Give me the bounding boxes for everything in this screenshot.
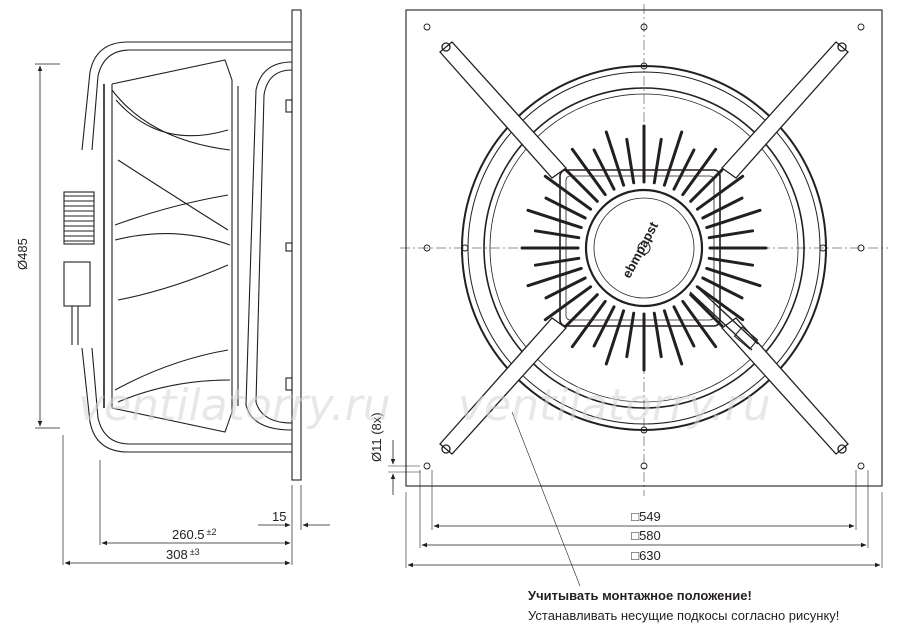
cooling-fin: [604, 309, 626, 366]
cable: [695, 285, 759, 345]
cooling-fin: [689, 293, 724, 328]
inlet-nozzle-inner: [255, 69, 293, 424]
cooling-fin: [592, 305, 616, 348]
dim-630-label: □630: [631, 548, 661, 563]
cable-gland: [63, 261, 91, 307]
blade-outline: [111, 407, 233, 433]
cooling-fin: [672, 148, 696, 191]
cable: [689, 291, 753, 351]
cooling-fin: [689, 168, 724, 203]
cooling-fin: [533, 256, 581, 267]
motor-hub: [584, 188, 704, 308]
cooling-fin: [672, 305, 696, 348]
cooling-fin: [701, 196, 744, 220]
cooling-fin: [544, 276, 587, 300]
inlet-ring-outer: [461, 65, 827, 431]
cooling-fin: [570, 147, 607, 197]
motor-fins: [64, 195, 94, 242]
cooling-fin: [604, 130, 626, 187]
blade: [114, 233, 231, 246]
hole-label: Ø11 (8x): [369, 412, 384, 462]
cooling-fin: [705, 208, 762, 230]
cooling-fin: [695, 174, 745, 211]
front-dimensions: [388, 411, 883, 587]
blade: [114, 194, 229, 226]
total-depth-label: 308±3: [166, 547, 200, 562]
note-line-2: Устанавливать несущие подкосы согласно р…: [528, 608, 840, 623]
blade: [115, 99, 229, 137]
blade: [117, 264, 229, 301]
cooling-fin: [707, 229, 755, 240]
watermark-left: ventilatorry.ru: [78, 380, 391, 431]
cooling-fins: [520, 124, 768, 372]
cooling-fin: [592, 148, 616, 191]
motor-hub-inner: [593, 197, 695, 299]
side-view: [35, 9, 330, 566]
dim-580-label: □580: [631, 528, 661, 543]
cooling-fin: [662, 130, 684, 187]
cooling-fin: [564, 293, 599, 328]
cooling-fin: [681, 147, 718, 197]
motor-body: [63, 191, 95, 245]
dim-549-label: □549: [631, 509, 661, 524]
cooling-fin: [543, 174, 593, 211]
blade: [114, 349, 229, 391]
cooling-fin: [652, 311, 663, 359]
cooling-fin: [544, 196, 587, 220]
blade-outline: [111, 59, 233, 85]
support-strut-top-inner: [91, 49, 292, 151]
cooling-fin: [543, 285, 593, 322]
cooling-fin: [625, 137, 636, 185]
flange-clip: [285, 99, 293, 113]
cooling-fin: [705, 266, 762, 288]
cooling-fin: [533, 229, 581, 240]
cooling-fin: [625, 311, 636, 359]
depth-label: 260.5±2: [172, 527, 217, 542]
flange-clip: [285, 377, 293, 391]
cooling-fin: [564, 168, 599, 203]
flange-clip: [285, 242, 293, 252]
connector: [733, 326, 759, 350]
note-line-1: Учитывать монтажное положение!: [528, 588, 752, 603]
impeller-ring: [483, 87, 805, 409]
support-strut-top: [81, 41, 292, 151]
watermark-right: ventilatorry.ru: [458, 380, 771, 431]
hub-center: [637, 241, 651, 255]
support-struts: [439, 41, 849, 455]
support-strut-bottom-inner: [91, 347, 292, 445]
cooling-fin: [707, 256, 755, 267]
cooling-fin: [695, 285, 745, 322]
blade: [111, 89, 231, 151]
flange-label: 15: [272, 509, 286, 524]
inlet-nozzle: [245, 61, 293, 431]
inlet-ring-inner: [467, 71, 821, 425]
support-strut-bottom: [81, 347, 292, 453]
cooling-fin: [681, 299, 718, 349]
cooling-fin: [526, 266, 583, 288]
note-leader: [511, 411, 581, 587]
blade: [117, 159, 229, 231]
cooling-fin: [526, 208, 583, 230]
cooling-fin: [652, 137, 663, 185]
blade: [117, 379, 231, 403]
mounting-note: Учитывать монтажное положение! Устанавли…: [528, 586, 900, 626]
cooling-fin: [570, 299, 607, 349]
cooling-fin: [701, 276, 744, 300]
front-view: [400, 4, 888, 496]
cooling-fin: [662, 309, 684, 366]
impeller-ring-inner: [489, 93, 799, 403]
diameter-label: Ø485: [15, 238, 30, 270]
